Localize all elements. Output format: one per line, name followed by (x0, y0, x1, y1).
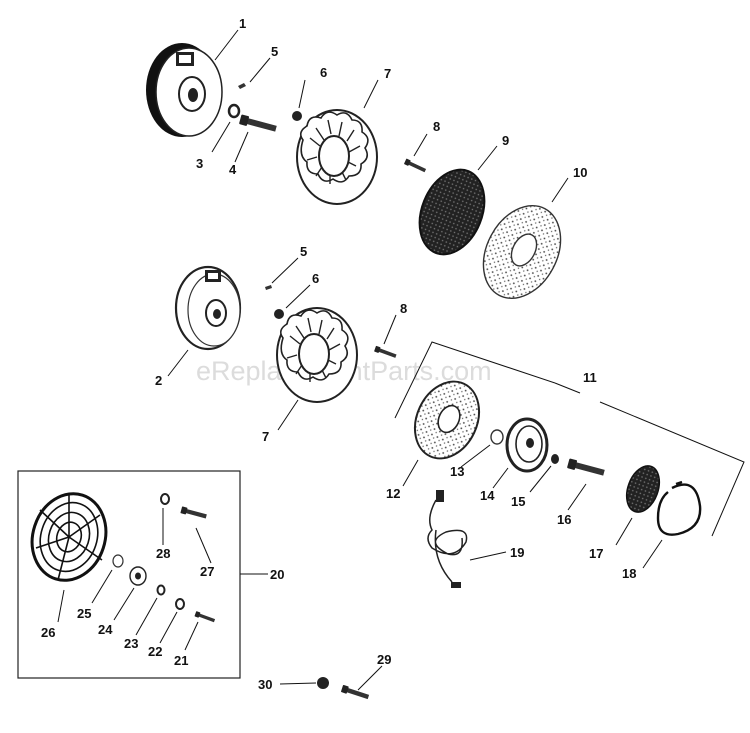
washer-part-28[interactable] (160, 493, 170, 505)
bolt-part-16[interactable] (566, 458, 606, 478)
flywheel-part-2[interactable] (174, 265, 242, 351)
washer-part-25[interactable] (112, 554, 124, 568)
screen-part-9[interactable] (408, 160, 497, 264)
screw-part-4[interactable] (238, 114, 278, 134)
callout-11[interactable]: 11 (583, 370, 597, 385)
callout-25[interactable]: 25 (77, 606, 91, 621)
callout-6-middle[interactable]: 6 (312, 271, 319, 286)
callout-9[interactable]: 9 (502, 133, 509, 148)
callout-22[interactable]: 22 (148, 644, 162, 659)
starter-frame-line (554, 382, 581, 394)
washer-part-23[interactable] (156, 584, 166, 596)
spacer-part-24[interactable] (129, 566, 147, 586)
washer-part-3[interactable] (227, 103, 241, 119)
callout-21[interactable]: 21 (174, 653, 188, 668)
screw-part-27[interactable] (180, 506, 208, 520)
callout-6-top[interactable]: 6 (320, 65, 327, 80)
fan-part-7-top[interactable] (296, 109, 378, 205)
grass-screen-part-10[interactable] (468, 192, 576, 311)
retaining-ring-part-18[interactable] (656, 480, 702, 536)
starter-rope-part-19[interactable] (427, 490, 468, 588)
callout-30[interactable]: 30 (258, 677, 272, 692)
screw-part-8-top[interactable] (403, 158, 427, 174)
callout-12[interactable]: 12 (386, 486, 400, 501)
callout-14[interactable]: 14 (480, 488, 495, 503)
callout-20[interactable]: 20 (270, 567, 284, 582)
bolt-part-29[interactable] (340, 684, 370, 701)
callout-28[interactable]: 28 (156, 546, 170, 561)
callout-5-middle[interactable]: 5 (300, 244, 307, 259)
starter-group-frame (394, 341, 556, 419)
washer-part-13[interactable] (490, 429, 504, 445)
callout-23[interactable]: 23 (124, 636, 138, 651)
screen-part-17[interactable] (621, 461, 666, 516)
nut-part-6-middle[interactable] (274, 309, 284, 319)
leader-lines (57, 29, 663, 691)
screw-part-21[interactable] (194, 611, 216, 624)
key-part-5-middle[interactable] (265, 285, 272, 290)
pulley-cover-part-12[interactable] (403, 371, 491, 469)
nut-part-30[interactable] (317, 677, 329, 689)
callout-1[interactable]: 1 (239, 16, 246, 31)
nut-part-6-top[interactable] (292, 111, 302, 121)
washer-part-22[interactable] (175, 598, 185, 610)
grille-screen-part-26[interactable] (21, 484, 117, 590)
callout-8-middle[interactable]: 8 (400, 301, 407, 316)
callout-19[interactable]: 19 (510, 545, 524, 560)
pulley-part-14[interactable] (505, 417, 549, 473)
fan-part-7-middle[interactable] (276, 307, 358, 403)
starter-frame-line-right (599, 401, 745, 537)
nut-part-15[interactable] (551, 454, 559, 464)
callout-27[interactable]: 27 (200, 564, 214, 579)
callout-26[interactable]: 26 (41, 625, 55, 640)
key-part-5-top[interactable] (238, 83, 246, 89)
callout-29[interactable]: 29 (377, 652, 391, 667)
callout-18[interactable]: 18 (622, 566, 636, 581)
callout-7-top[interactable]: 7 (384, 66, 391, 81)
callout-15[interactable]: 15 (511, 494, 525, 509)
callout-5-top[interactable]: 5 (271, 44, 278, 59)
callout-24[interactable]: 24 (98, 622, 113, 637)
callout-16[interactable]: 16 (557, 512, 571, 527)
callout-8-top[interactable]: 8 (433, 119, 440, 134)
flywheel-part-1[interactable] (146, 43, 223, 137)
callout-7-middle[interactable]: 7 (262, 429, 269, 444)
callout-2[interactable]: 2 (155, 373, 162, 388)
callout-3[interactable]: 3 (196, 156, 203, 171)
callout-13[interactable]: 13 (450, 464, 464, 479)
callout-10[interactable]: 10 (573, 165, 587, 180)
callout-4[interactable]: 4 (229, 162, 237, 177)
callout-17[interactable]: 17 (589, 546, 603, 561)
